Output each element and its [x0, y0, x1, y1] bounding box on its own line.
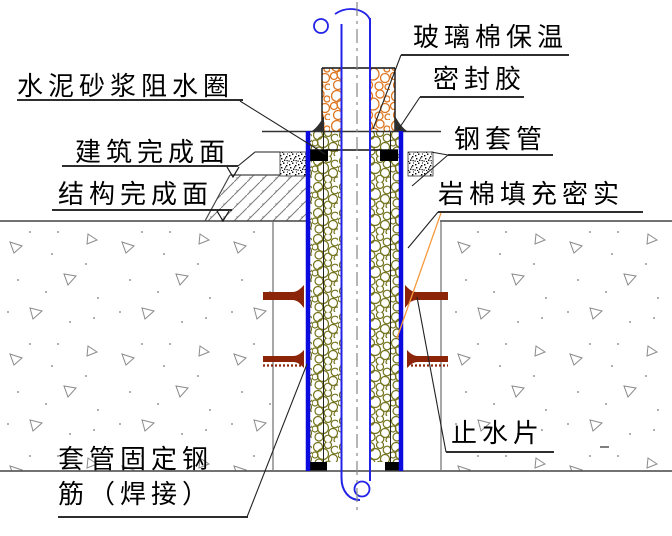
rock-wool-annulus-right — [371, 131, 402, 462]
water-stop-flange-right — [405, 285, 448, 308]
leader-sealant — [397, 96, 421, 131]
pipe-break-arc-top — [334, 8, 371, 21]
fixing-rebar-right — [407, 350, 448, 368]
leader-steel-sleeve — [411, 154, 449, 187]
pipe-interior — [342, 14, 370, 471]
mortar-ring-block-left — [279, 151, 307, 177]
concrete-slab-left — [0, 221, 273, 471]
rock-wool-annulus-left — [310, 131, 341, 462]
leader-rock-wool-orange — [396, 212, 442, 339]
label-water-stop-plate: 止水片 — [451, 419, 545, 448]
slab-opening-edges — [272, 221, 442, 470]
label-structure-finish-surface: 结构完成面 — [58, 180, 214, 209]
label-building-finish-surface: 建筑完成面 — [75, 138, 231, 167]
label-sleeve-fixing-rebar-line2: 筋（焊接） — [58, 480, 214, 509]
label-sealant: 密封胶 — [433, 65, 527, 94]
concrete-slab-right — [441, 221, 672, 471]
leader-water-stop — [416, 296, 447, 453]
leader-block-to-sleeve-label — [430, 151, 449, 156]
leader-fixing-rebar — [246, 363, 308, 518]
pipe-break-loop-top — [313, 18, 329, 34]
leader-lines — [237, 54, 449, 518]
leader-cement-ring — [239, 100, 326, 155]
label-glass-wool-insulation: 玻璃棉保温 — [413, 23, 569, 52]
elevation-tick-icons — [216, 166, 240, 223]
caulk-bar-top-left — [310, 150, 328, 161]
fixing-rebar-left — [263, 350, 304, 368]
caulk-bar-top-right — [380, 150, 398, 161]
floor-finish-layer — [205, 175, 306, 221]
water-stop-flange-left — [263, 285, 304, 308]
label-steel-sleeve: 钢套管 — [454, 125, 548, 154]
leader-glass-wool — [372, 54, 402, 130]
pipe-insulation-edges — [323, 131, 391, 462]
sealant-fillet-left — [312, 116, 324, 131]
label-underlines — [17, 54, 643, 518]
label-sleeve-fixing-rebar-line1: 套管固定钢 — [58, 445, 214, 474]
label-rock-wool-fill: 岩棉填充密实 — [438, 180, 625, 209]
mortar-ring-block-right — [407, 151, 434, 177]
leader-rock-wool — [407, 211, 439, 249]
caulk-bar-bottom-left — [310, 462, 327, 471]
leader-building-finish — [237, 151, 280, 167]
label-cement-mortar-ring: 水泥砂浆阻水圈 — [17, 72, 235, 101]
caulk-bar-bottom-right — [385, 462, 402, 471]
pipe-break-loop-bottom — [353, 480, 371, 498]
sealant-fillet-right — [395, 116, 407, 131]
